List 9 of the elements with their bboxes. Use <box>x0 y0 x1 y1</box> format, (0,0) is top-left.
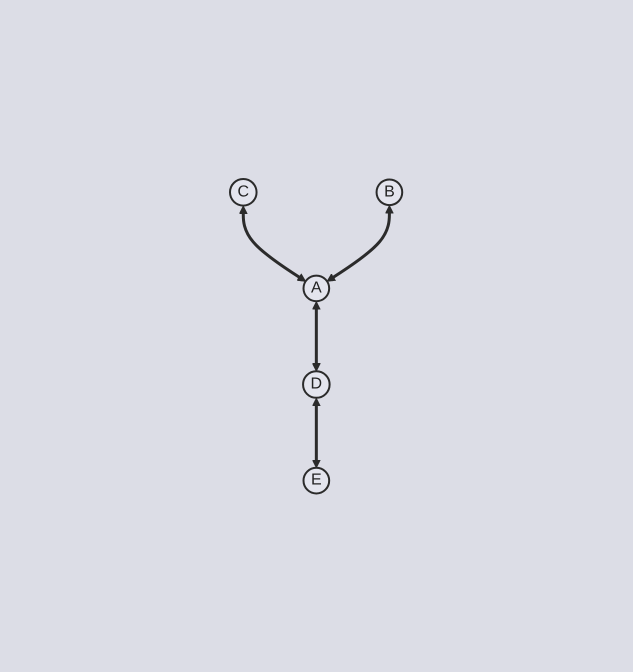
arrow <box>312 301 322 372</box>
arrow <box>327 204 394 282</box>
node-circle: D <box>302 370 331 399</box>
node-circle: B <box>376 178 404 206</box>
node-circle: C <box>229 178 258 206</box>
node-circle: A <box>302 274 331 302</box>
node-circle: E <box>302 466 331 494</box>
arrow <box>312 398 322 468</box>
arrow <box>239 205 306 282</box>
